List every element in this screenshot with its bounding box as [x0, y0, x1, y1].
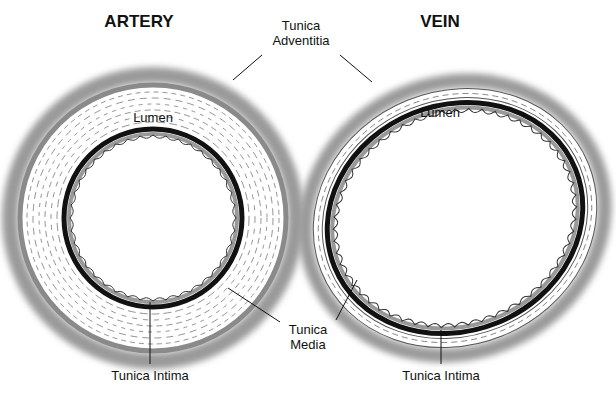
lumen-label: Lumen: [113, 110, 193, 125]
lumen-label: Lumen: [400, 105, 480, 120]
layer-label: Tunica Intima: [95, 368, 205, 383]
vessel-title: ARTERY: [79, 12, 199, 32]
layer-label: Tunica Adventitia: [258, 18, 344, 48]
layer-label: Tunica Media: [273, 322, 343, 352]
leader-lines: [150, 55, 441, 364]
layer-label: Tunica Intima: [386, 368, 496, 383]
vessel-title: VEIN: [390, 12, 490, 32]
vein-cross-section: [263, 36, 616, 400]
artery-cross-section: [10, 75, 296, 361]
